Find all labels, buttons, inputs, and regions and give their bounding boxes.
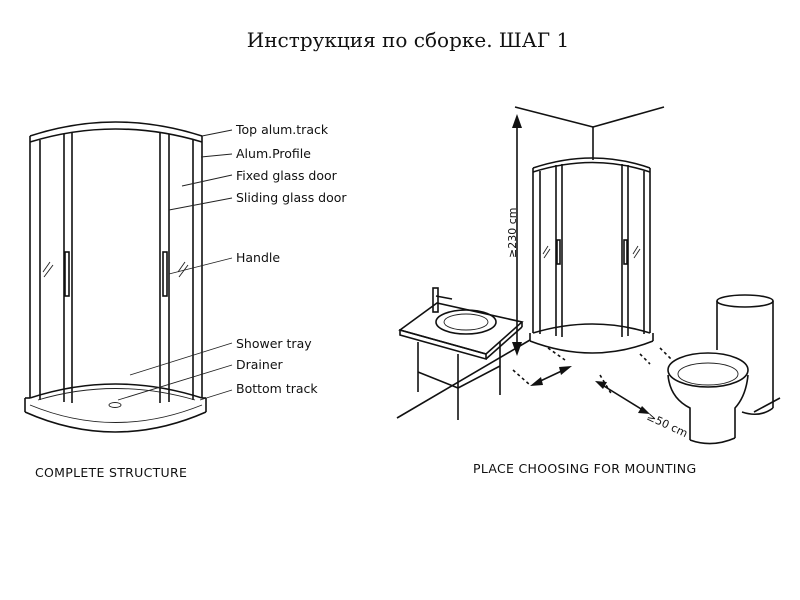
- shower-enclosure-small: [529, 157, 654, 354]
- height-dimension-label: ≥230 cm: [506, 208, 519, 258]
- bottom-track-curve: [24, 411, 207, 433]
- shower-enclosure-front-view: [24, 121, 207, 433]
- label-handle: Handle: [236, 250, 280, 265]
- top-track-arc: [29, 121, 203, 137]
- washbasin: [398, 287, 524, 420]
- gap-dimension-label: ≥50 cm: [645, 410, 690, 440]
- label-bottom-track: Bottom track: [236, 381, 318, 396]
- label-alum-profile: Alum.Profile: [236, 146, 311, 161]
- label-top-alum-track: Top alum.track: [235, 122, 329, 137]
- label-drainer: Drainer: [236, 357, 284, 372]
- room-corner: [396, 106, 665, 419]
- height-dimension: [512, 114, 522, 356]
- shower-tray-inner: [37, 388, 196, 401]
- clearance-markers: [512, 347, 673, 414]
- caption-complete-structure: COMPLETE STRUCTURE: [35, 465, 187, 480]
- label-shower-tray: Shower tray: [236, 336, 312, 351]
- right-handle: [162, 251, 168, 297]
- toilet: [667, 294, 781, 445]
- drainer: [108, 402, 122, 408]
- glass-reflection-marks: [42, 261, 189, 278]
- callout-leaders: [117, 129, 233, 401]
- top-track-arc-inner: [29, 128, 203, 143]
- caption-place-choosing: PLACE CHOOSING FOR MOUNTING: [473, 461, 696, 476]
- label-fixed-glass-door: Fixed glass door: [236, 168, 338, 183]
- page-title: Инструкция по сборке. ШАГ 1: [247, 28, 569, 52]
- left-handle: [64, 251, 70, 297]
- shower-tray-top: [29, 383, 203, 399]
- label-sliding-glass-door: Sliding glass door: [236, 190, 347, 205]
